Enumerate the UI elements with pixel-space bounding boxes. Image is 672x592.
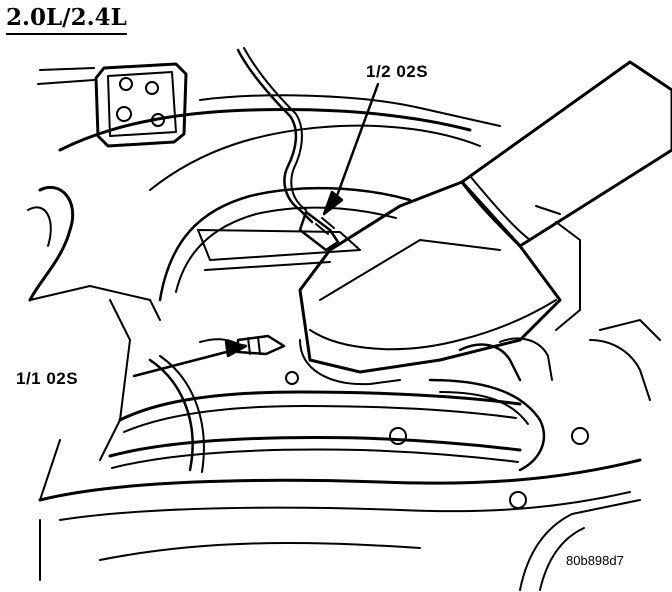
- transmission-lines: [108, 355, 589, 509]
- downstream-arrow-head: [224, 340, 248, 358]
- hoses: [458, 319, 661, 401]
- upstream-arrow-line: [332, 82, 380, 206]
- figure-title: 2.0L/2.4L: [6, 4, 127, 35]
- bracket-plate: [37, 62, 188, 148]
- callout-arrows: [132, 82, 380, 378]
- downstream-sensor-label: 1/1 02S: [16, 369, 79, 388]
- sensor-wire: [236, 47, 314, 224]
- upstream-o2-sensor: [298, 210, 340, 252]
- figure-reference-id: 80b898d7: [566, 553, 624, 568]
- downstream-arrow-line: [132, 348, 236, 378]
- fender-outline: [27, 94, 501, 321]
- crossmember: [38, 299, 642, 591]
- catalytic-converter: [298, 180, 581, 386]
- upstream-sensor-label: 1/2 02S: [366, 62, 429, 81]
- upstream-arrow-head: [322, 190, 344, 216]
- wheel-well: [158, 186, 412, 302]
